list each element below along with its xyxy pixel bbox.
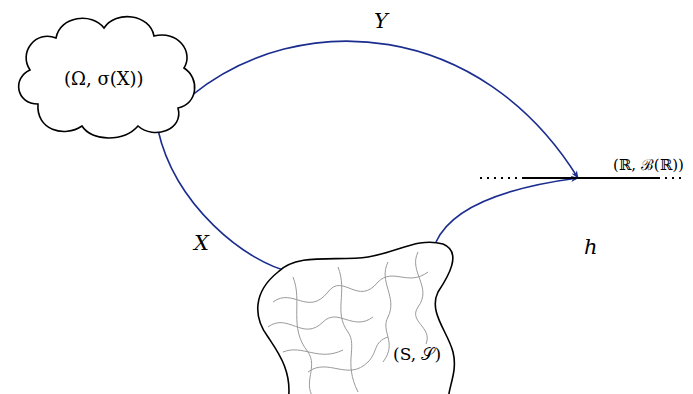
map-name: X: [192, 232, 211, 255]
map-name: Y: [372, 10, 390, 33]
state-space-blob: (S, 𝒮): [248, 232, 463, 394]
real-line: (ℝ, ℬ(ℝ)): [478, 146, 686, 188]
space-label: (Ω, σ(X)): [64, 68, 144, 89]
map-arrow: [158, 130, 291, 272]
map-name: h: [582, 236, 600, 259]
map-arrow: [192, 41, 578, 178]
sample-space-cloud: (Ω, σ(X)): [8, 8, 196, 140]
space-label: (S, 𝒮): [393, 344, 441, 364]
space-label: (ℝ, ℬ(ℝ)): [613, 154, 684, 174]
node-outline: [248, 232, 463, 394]
map-arrow: [436, 178, 578, 242]
